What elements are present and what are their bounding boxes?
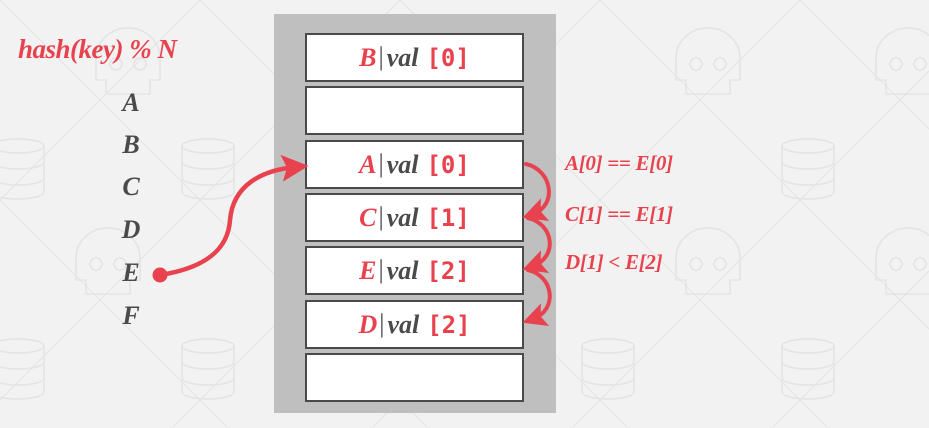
slot-value: val	[387, 309, 420, 339]
slot-key: A	[359, 149, 377, 179]
slot-separator: |	[378, 254, 384, 284]
slot-distance: [1]	[426, 203, 470, 232]
slot-key: D	[358, 309, 378, 339]
key-f: F	[122, 301, 140, 330]
hash-slot-4: E | val [2]	[305, 246, 524, 295]
comparison-2: C[1] == E[1]	[565, 202, 673, 226]
slot-value: val	[386, 202, 419, 232]
slot-separator: |	[378, 148, 384, 178]
hash-function-label: hash(key) % N	[18, 34, 177, 64]
key-d: D	[121, 215, 141, 244]
slot-distance: [2]	[426, 256, 470, 285]
slot-separator: |	[378, 201, 384, 231]
slot-value: val	[386, 149, 419, 179]
slot-separator: |	[378, 41, 384, 71]
slot-separator: |	[379, 308, 385, 338]
slot-value: val	[386, 255, 419, 285]
slot-key: E	[359, 255, 377, 285]
key-a: A	[122, 88, 140, 117]
key-c: C	[122, 172, 140, 201]
slot-distance: [2]	[427, 310, 471, 339]
slot-distance: [0]	[426, 150, 470, 179]
key-e: E	[122, 258, 140, 287]
comparison-3: D[1] < E[2]	[565, 250, 663, 274]
hash-slot-6-empty	[305, 353, 524, 402]
slot-key: C	[359, 202, 377, 232]
hash-slot-3: C | val [1]	[305, 193, 524, 242]
slot-key: B	[359, 42, 377, 72]
comparison-1: A[0] == E[0]	[565, 151, 673, 175]
hash-slot-2: A | val [0]	[305, 140, 524, 189]
hash-slot-1-empty	[305, 86, 524, 135]
slot-distance: [0]	[426, 43, 470, 72]
hash-slot-5: D | val [2]	[305, 300, 524, 349]
hash-slot-0: B | val [0]	[305, 33, 524, 82]
key-b: B	[122, 130, 140, 159]
slot-value: val	[386, 42, 419, 72]
